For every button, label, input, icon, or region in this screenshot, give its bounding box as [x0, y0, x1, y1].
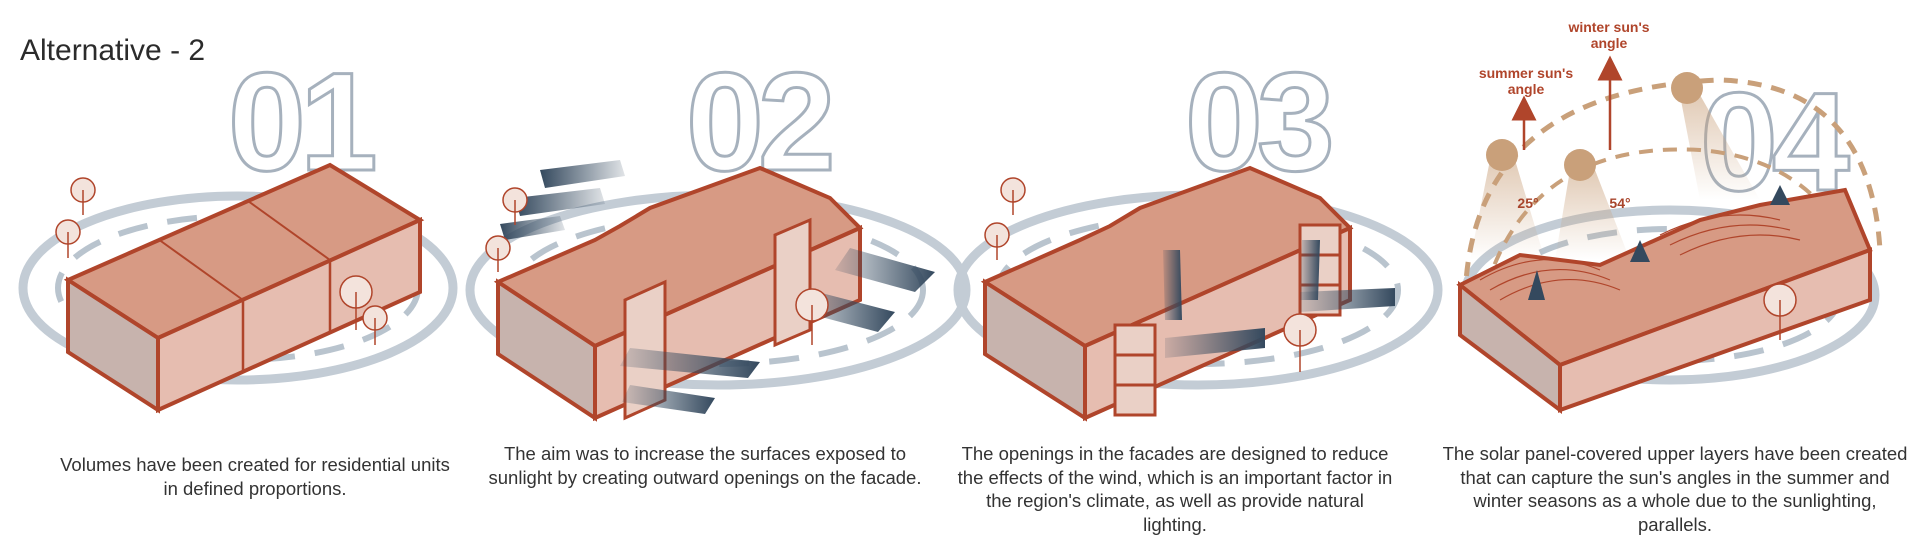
winter-angle-label: winter sun's: [1567, 19, 1649, 35]
panel-01: 01: [18, 42, 458, 414]
panel-03-caption: The openings in the facades are designed…: [957, 443, 1393, 535]
sun-exposure-arrow: [500, 160, 935, 414]
diagram-title: Alternative - 2: [20, 34, 206, 67]
panel-02: 02: [465, 42, 971, 422]
panel-04: 04 summer sun's angle winter sun's: [1456, 19, 1883, 414]
summer-sun-icon: [1486, 139, 1518, 171]
panel-04-caption: The solar panel-covered upper layers hav…: [1442, 443, 1908, 535]
sun-icon: [1564, 149, 1596, 181]
winter-sun-icon: [1671, 72, 1703, 104]
summer-angle-label: summer sun's: [1479, 65, 1574, 81]
solar-panel-layer: [1479, 214, 1801, 301]
tree-icon: [485, 187, 829, 345]
wind-arrow: [1163, 240, 1395, 358]
tree-icon: [1763, 283, 1797, 340]
panel-02-caption: The aim was to increase the surfaces exp…: [488, 443, 922, 488]
panel-03: 03: [953, 42, 1443, 422]
panel-01-caption: Volumes have been created for residentia…: [60, 454, 450, 499]
winter-angle-label-2: angle: [1591, 35, 1628, 51]
site-ring-outer: [18, 191, 458, 385]
solar-gain-arrow: [1528, 185, 1790, 300]
summer-angle-value: 25°: [1517, 195, 1538, 211]
summer-angle-label-2: angle: [1508, 81, 1545, 97]
tree-icon: [55, 177, 388, 345]
winter-angle-value: 54°: [1609, 195, 1630, 211]
volume-long-face: [156, 216, 422, 414]
tree-icon: [984, 177, 1317, 372]
